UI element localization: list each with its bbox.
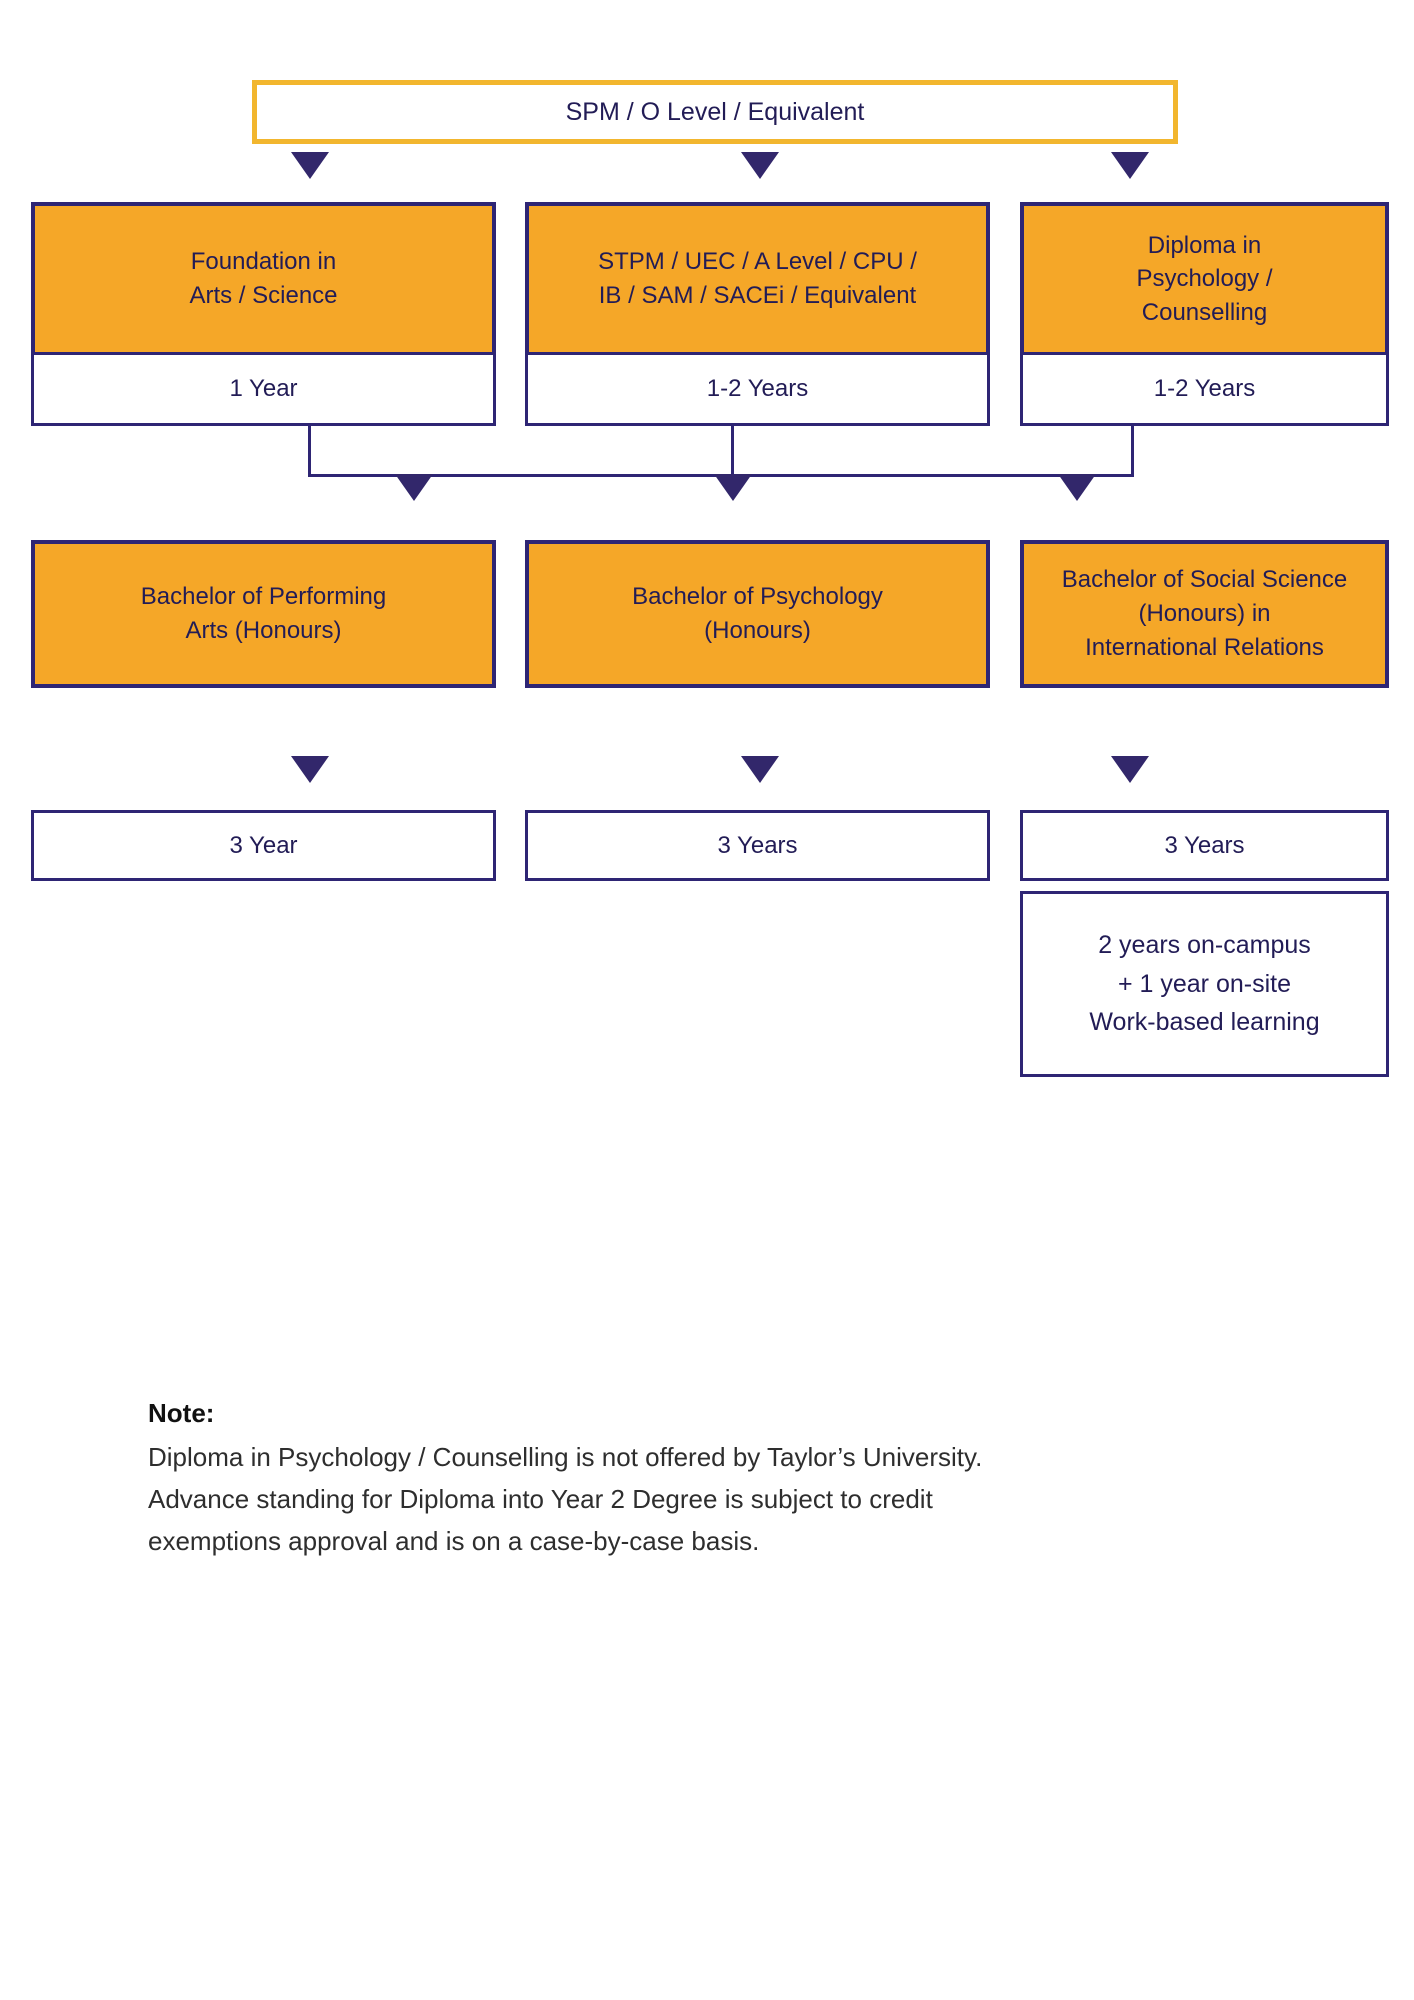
duration-label: 1-2 Years [1153,375,1256,402]
degree-box-social-science: Bachelor of Social Science (Honours) in … [1020,540,1389,688]
duration-box-stpm: 1-2 Years [525,352,990,426]
connector-line [1131,426,1134,476]
arrow-down-icon [291,756,329,783]
qualification-box-diploma: Diploma in Psychology / Counselling [1020,202,1389,356]
degree-duration-label: 3 Years [1164,831,1245,859]
duration-box-foundation: 1 Year [31,352,496,426]
qualification-label: Foundation in Arts / Science [189,248,338,309]
duration-label: 1-2 Years [706,375,809,402]
arrow-down-icon [741,152,779,179]
qualification-box-stpm: STPM / UEC / A Level / CPU / IB / SAM / … [525,202,990,356]
work-based-learning-box: 2 years on-campus + 1 year on-site Work-… [1020,891,1389,1077]
work-based-learning-label: 2 years on-campus + 1 year on-site Work-… [1089,930,1320,1037]
arrow-down-icon [1058,474,1096,501]
degree-duration-box-psychology: 3 Years [525,810,990,881]
qualification-box-foundation: Foundation in Arts / Science [31,202,496,356]
arrow-down-icon [1111,152,1149,179]
arrow-down-icon [1111,756,1149,783]
qualification-label: Diploma in Psychology / Counselling [1136,231,1273,326]
degree-box-psychology: Bachelor of Psychology (Honours) [525,540,990,688]
entry-qualification-box: SPM / O Level / Equivalent [252,80,1178,144]
degree-duration-box-performing-arts: 3 Year [31,810,496,881]
note-title: Note: [148,1398,215,1428]
entry-qualification-label: SPM / O Level / Equivalent [565,97,865,126]
degree-duration-label: 3 Years [717,831,798,859]
arrow-down-icon [741,756,779,783]
degree-box-performing-arts: Bachelor of Performing Arts (Honours) [31,540,496,688]
note-section: Note: Diploma in Psychology / Counsellin… [148,1392,1268,1562]
connector-line [731,426,734,476]
degree-label: Bachelor of Performing Arts (Honours) [140,582,387,644]
note-body: Diploma in Psychology / Counselling is n… [148,1442,983,1557]
degree-duration-box-social-science: 3 Years [1020,810,1389,881]
arrow-down-icon [714,474,752,501]
arrow-down-icon [291,152,329,179]
connector-line [308,426,311,476]
degree-label: Bachelor of Psychology (Honours) [632,582,883,644]
duration-box-diploma: 1-2 Years [1020,352,1389,426]
degree-label: Bachelor of Social Science (Honours) in … [1061,565,1348,662]
qualification-label: STPM / UEC / A Level / CPU / IB / SAM / … [598,248,917,309]
arrow-down-icon [395,474,433,501]
duration-label: 1 Year [229,375,298,402]
degree-duration-label: 3 Year [229,831,298,859]
